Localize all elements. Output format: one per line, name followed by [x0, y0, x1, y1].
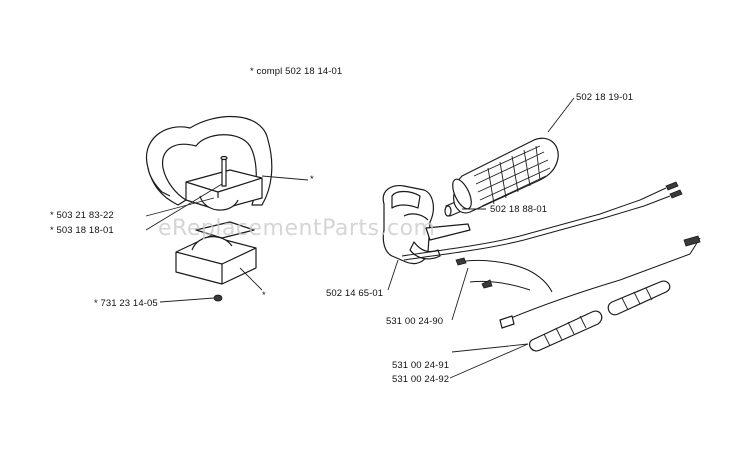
callout-clamp-upper: * 503 21 83-22 [50, 210, 114, 221]
wire-harness [401, 181, 683, 293]
throttle-housing [382, 185, 471, 265]
callout-loop-handle-marker: * [310, 174, 314, 185]
cable-1 [499, 235, 701, 329]
callout-clamp-screw: * 503 18 18-01 [50, 225, 114, 236]
callout-throttle-housing: 502 14 65-01 [326, 288, 384, 299]
clamp-lower [175, 221, 257, 285]
callout-clamp-lower-marker: * [262, 290, 266, 301]
assembly-note: * compl 502 18 14-01 [250, 66, 343, 77]
grip [452, 137, 559, 214]
cable-2 [528, 280, 671, 352]
watermark: eReplacementParts.com [158, 216, 436, 241]
callout-wire-harness: 531 00 24-90 [386, 316, 444, 327]
callout-cable-1: 531 00 24-91 [392, 360, 450, 371]
callout-grip: 502 18 19-01 [576, 92, 634, 103]
loop-handle [145, 115, 273, 206]
callout-bushing: 502 18 88-01 [490, 204, 548, 215]
leader-lines [145, 97, 575, 379]
clamp-screw [220, 155, 228, 187]
nut [213, 294, 223, 302]
callout-cable-2: 531 00 24-92 [392, 374, 450, 385]
callout-nut: * 731 23 14-05 [94, 298, 158, 309]
